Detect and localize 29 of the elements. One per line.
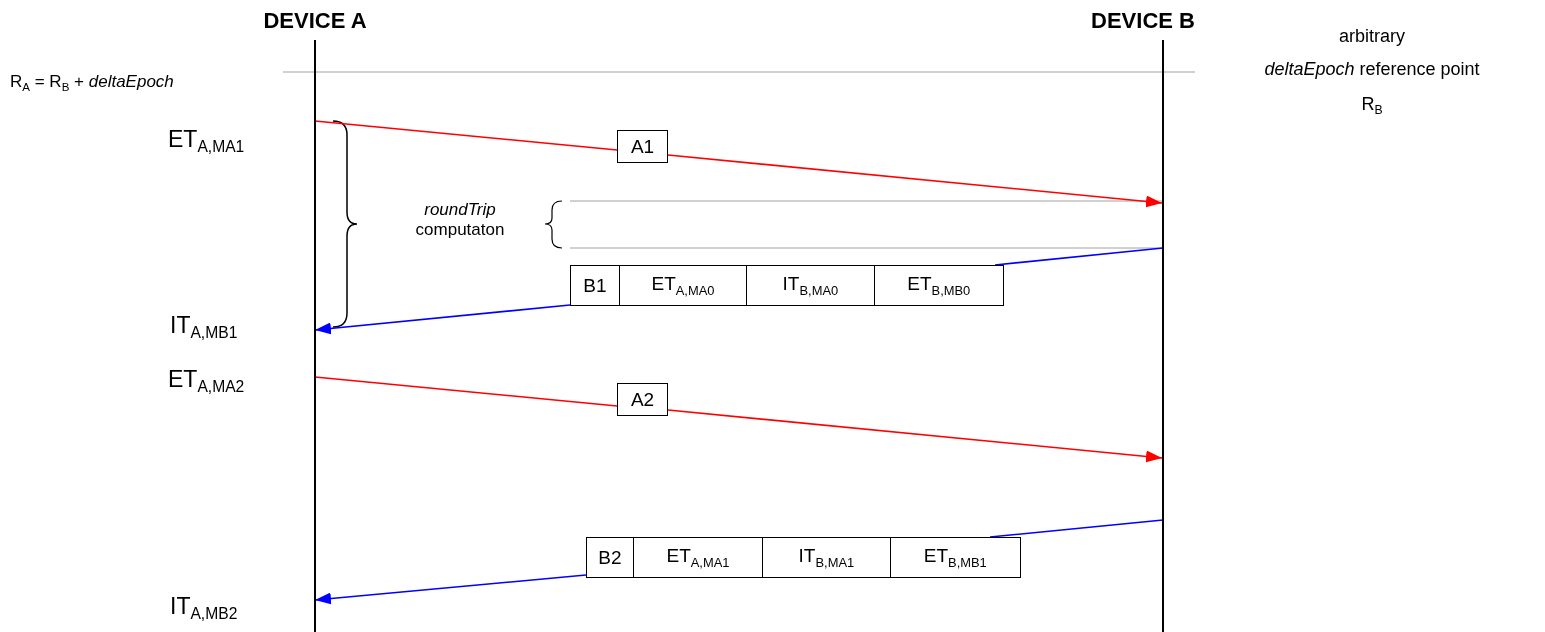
message-field: ET$_{A,MA0}$ <box>618 266 747 305</box>
message-field: IT$_{B,MA0}$ <box>746 266 874 305</box>
message-field: ET$_{A,MA1}$ <box>632 538 763 577</box>
message-box: A1 <box>617 130 668 163</box>
note-text: roundTrip computaton <box>414 200 506 240</box>
timestamp-label: IT$_{A,MB2}$ <box>170 593 238 624</box>
message-field: ET$_{B,MB1}$ <box>889 538 1020 577</box>
note-text: deltaEpoch reference point <box>1264 59 1480 80</box>
message-id: B2 <box>597 545 623 570</box>
message-arrow <box>314 304 571 335</box>
message-frame <box>570 265 1004 306</box>
lifeline <box>314 40 316 632</box>
message-id: B1 <box>582 273 608 298</box>
note-text: R$_{B}$ <box>1361 94 1383 118</box>
equation-text: R$_{A}$ = R$_{B}$ + deltaEpoch <box>10 72 174 95</box>
timestamp-label: ET$_{A,MA1}$ <box>168 126 245 157</box>
timestamp-label: ET$_{A,MA2}$ <box>168 366 245 397</box>
message-field: IT$_{B,MA1}$ <box>762 538 890 577</box>
message-field: ET$_{B,MB0}$ <box>873 266 1003 305</box>
lifeline-heading: DEVICE B <box>1091 8 1195 34</box>
message-frame <box>586 537 1021 578</box>
lifeline-heading: DEVICE A <box>263 8 367 34</box>
message-arrow <box>314 574 587 605</box>
timestamp-label: IT$_{A,MB1}$ <box>170 312 238 343</box>
message-arrow <box>667 409 1163 463</box>
note-text: arbitrary <box>1339 26 1405 47</box>
lifeline <box>1162 40 1164 632</box>
message-box: A2 <box>617 383 668 416</box>
message-arrow <box>667 154 1163 208</box>
